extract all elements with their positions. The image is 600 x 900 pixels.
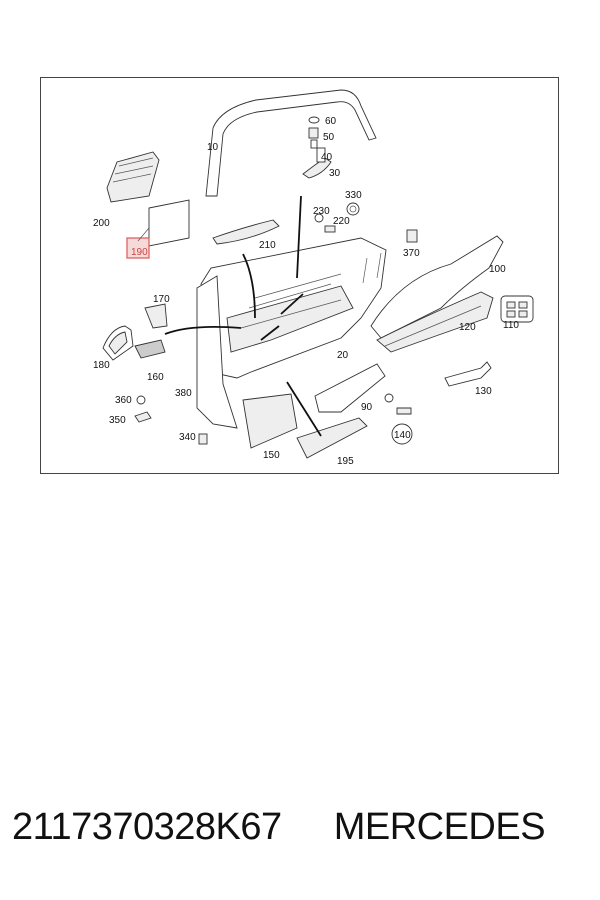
callout-labels: 10 20 30 40 50 60 90 100 110 120 130 140… bbox=[93, 116, 519, 467]
callout-195: 195 bbox=[337, 456, 354, 467]
callout-10: 10 bbox=[207, 142, 219, 153]
callout-350: 350 bbox=[109, 415, 126, 426]
part-screw-140 bbox=[384, 393, 413, 445]
part-clip-340 bbox=[198, 433, 208, 445]
callout-150: 150 bbox=[263, 450, 280, 461]
part-armrest bbox=[376, 291, 494, 353]
part-lower-strip-195 bbox=[296, 417, 368, 459]
callout-360: 360 bbox=[115, 395, 132, 406]
callout-330: 330 bbox=[345, 190, 362, 201]
callout-380: 380 bbox=[175, 388, 192, 399]
part-switch-panel bbox=[500, 295, 534, 323]
callout-370: 370 bbox=[403, 248, 420, 259]
part-160 bbox=[134, 339, 166, 359]
part-180 bbox=[102, 325, 134, 361]
callout-160: 160 bbox=[147, 372, 164, 383]
callout-210: 210 bbox=[259, 240, 276, 251]
callout-90: 90 bbox=[361, 402, 373, 413]
callout-180: 180 bbox=[93, 360, 110, 371]
part-main-door-panel bbox=[200, 237, 387, 379]
callout-340: 340 bbox=[179, 432, 196, 443]
part-pocket-panel-90 bbox=[314, 363, 386, 413]
callout-20: 20 bbox=[337, 350, 349, 361]
product-caption: 2117370328K67 MERCEDES bbox=[12, 806, 592, 862]
part-170 bbox=[144, 303, 168, 329]
callout-230: 230 bbox=[313, 206, 330, 217]
door-trim-exploded-diagram: 10 20 30 40 50 60 90 100 110 120 130 140… bbox=[93, 89, 534, 467]
part-number-text: 2117370328K67 bbox=[12, 806, 282, 848]
brand-text: MERCEDES bbox=[333, 806, 546, 848]
part-small-clips bbox=[314, 202, 360, 233]
callout-120: 120 bbox=[459, 322, 476, 333]
part-window-sill-trim bbox=[370, 235, 504, 339]
part-upper-bracket bbox=[106, 151, 160, 203]
callout-130: 130 bbox=[475, 386, 492, 397]
part-screws-360-350 bbox=[134, 395, 152, 423]
callout-190: 190 bbox=[131, 247, 148, 258]
callout-50: 50 bbox=[323, 132, 335, 143]
callout-200: 200 bbox=[93, 218, 110, 229]
callout-60: 60 bbox=[325, 116, 337, 127]
part-door-pocket bbox=[242, 393, 298, 449]
part-window-frame-strip bbox=[205, 89, 377, 197]
callout-170: 170 bbox=[153, 294, 170, 305]
part-handle-bar bbox=[444, 361, 492, 387]
callout-110: 110 bbox=[503, 320, 519, 331]
leader-lines bbox=[164, 195, 322, 437]
part-190-highlight bbox=[126, 199, 190, 259]
callout-30: 30 bbox=[329, 168, 341, 179]
callout-220: 220 bbox=[333, 216, 350, 227]
part-outer-door-panel bbox=[196, 275, 238, 429]
callout-40: 40 bbox=[321, 152, 333, 163]
callout-100: 100 bbox=[489, 264, 506, 275]
part-door-handle-assembly bbox=[302, 116, 332, 179]
parts-diagram-frame: 10 20 30 40 50 60 90 100 110 120 130 140… bbox=[40, 77, 559, 474]
part-trim-strip-210 bbox=[212, 219, 280, 245]
part-clip-370 bbox=[406, 229, 418, 243]
callout-140: 140 bbox=[394, 430, 411, 441]
